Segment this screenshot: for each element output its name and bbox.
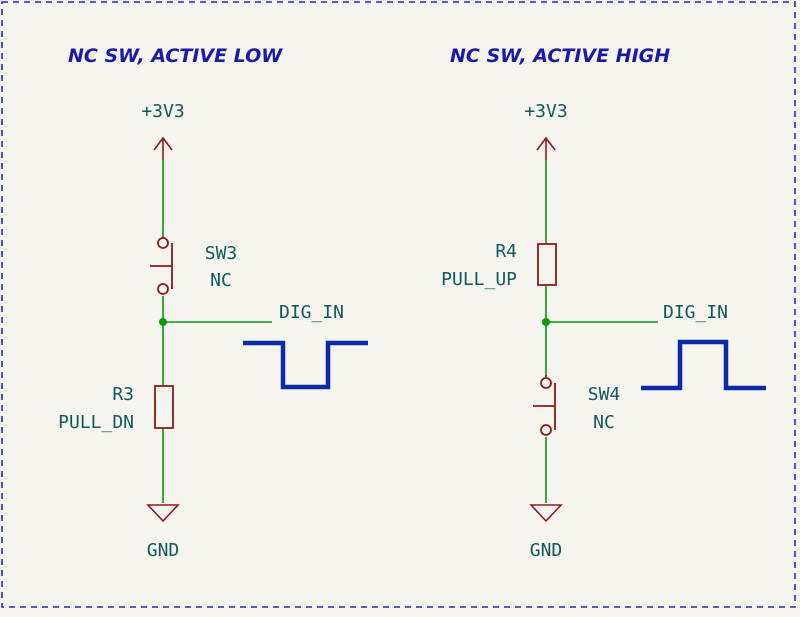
left-switch-value: NC <box>210 270 232 291</box>
left-waveform <box>243 340 368 390</box>
right-power-label: +3V3 <box>524 101 567 122</box>
right-waveform <box>641 339 766 391</box>
left-ground-label: GND <box>147 540 180 561</box>
right-switch-sw4 <box>533 375 556 436</box>
sheet-border <box>1 1 796 608</box>
right-resistor-value: PULL_UP <box>441 269 517 290</box>
left-resistor-value: PULL_DN <box>58 412 134 433</box>
right-switch-value: NC <box>593 412 615 433</box>
right-circuit: NC SW, ACTIVE HIGH +3V3 R4 PULL_UP DIG_I… <box>441 45 766 561</box>
right-ground-label: GND <box>530 540 563 561</box>
left-switch-ref: SW3 <box>205 243 238 264</box>
left-resistor-r3 <box>154 385 174 429</box>
left-junction-dot <box>159 318 167 326</box>
left-circuit: NC SW, ACTIVE LOW +3V3 SW3 NC DIG_IN <box>58 45 368 561</box>
left-switch-sw3 <box>150 236 173 295</box>
left-title: NC SW, ACTIVE LOW <box>68 45 283 67</box>
left-resistor-ref: R3 <box>112 384 134 405</box>
left-power-label: +3V3 <box>141 101 184 122</box>
right-switch-ref: SW4 <box>588 384 621 405</box>
left-wires <box>162 160 272 503</box>
right-wires <box>545 160 658 503</box>
left-net-label: DIG_IN <box>279 302 344 323</box>
left-power-arrow-icon <box>153 136 173 160</box>
left-ground-icon <box>146 504 180 523</box>
right-net-label: DIG_IN <box>663 302 728 323</box>
right-junction-dot <box>542 318 550 326</box>
right-title: NC SW, ACTIVE HIGH <box>450 45 670 67</box>
right-power-arrow-icon <box>536 136 556 160</box>
right-ground-icon <box>529 504 563 523</box>
right-resistor-ref: R4 <box>495 241 517 262</box>
right-resistor-r4 <box>537 243 557 286</box>
